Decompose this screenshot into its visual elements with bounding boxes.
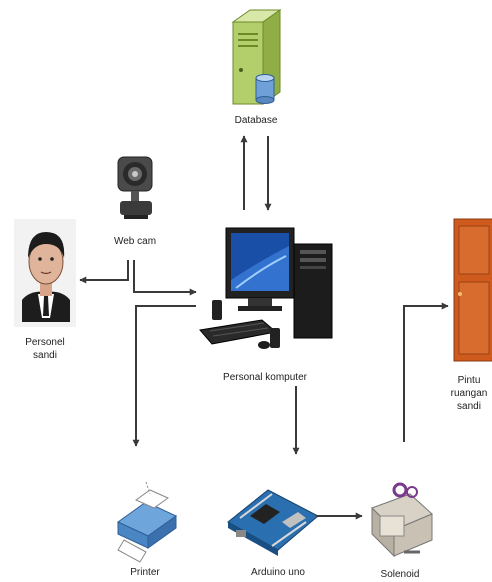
- pintu-label-line2: ruangan: [450, 388, 488, 399]
- person-avatar-icon: [14, 219, 76, 327]
- arrow-webcam-to-pc: [133, 260, 197, 296]
- database-label: Database: [234, 115, 278, 126]
- personel-label-line1: Personel: [25, 337, 65, 348]
- door-icon: [453, 218, 492, 362]
- personal-computer-icon: [199, 227, 333, 349]
- arduino-board-icon: [227, 489, 319, 556]
- pintu-label-line3: sandi: [457, 401, 481, 412]
- webcam-icon: [117, 156, 153, 219]
- arrows: [79, 135, 449, 520]
- pc-label: Personal komputer: [223, 372, 307, 383]
- arrow-webcam-to-personel: [79, 260, 129, 284]
- pintu-label-line1: Pintu: [457, 375, 481, 386]
- solenoid-icon: [371, 482, 433, 558]
- arrow-pc-to-printer: [132, 305, 196, 447]
- webcam-label: Web cam: [113, 236, 157, 247]
- arduino-label: Arduino uno: [251, 567, 305, 578]
- solenoid-label: Solenoid: [380, 569, 420, 580]
- printer-label: Printer: [130, 567, 160, 578]
- database-icon: [231, 9, 282, 105]
- printer-icon: [117, 481, 177, 563]
- personel-label-line2: sandi: [33, 350, 57, 361]
- arrow-solenoid-to-pintu: [403, 302, 449, 442]
